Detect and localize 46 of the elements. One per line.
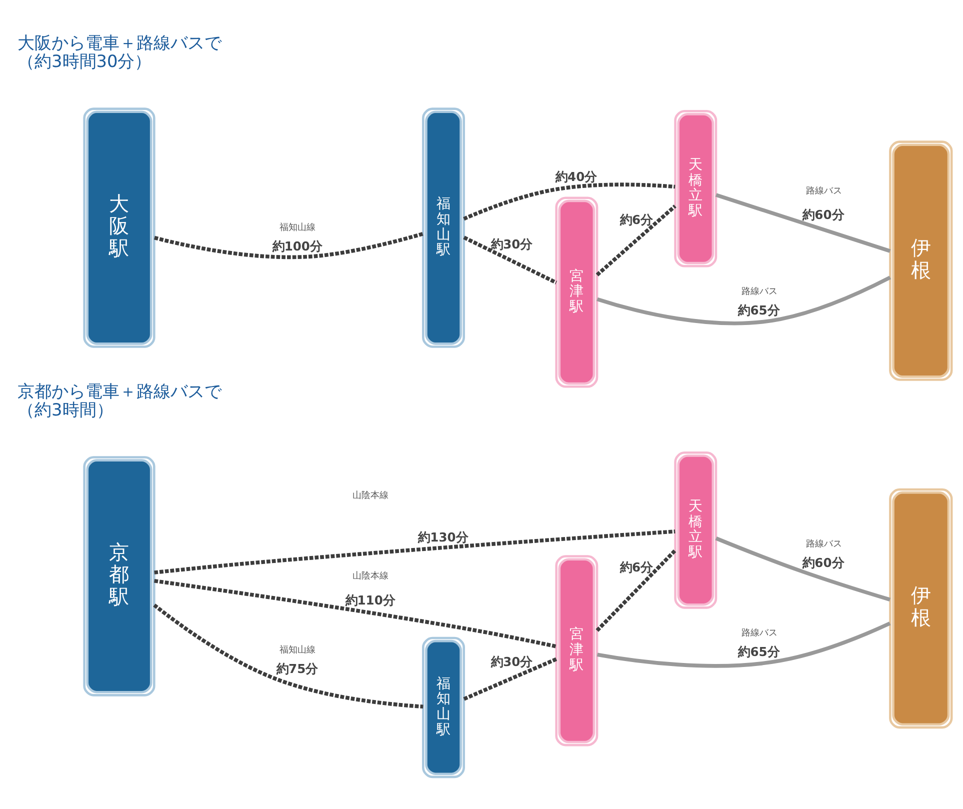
node-box: 宮津駅 bbox=[555, 196, 598, 388]
label: 路線バス bbox=[741, 286, 778, 297]
connector bbox=[463, 657, 558, 701]
connector bbox=[715, 193, 891, 253]
node-box: 天橋立駅 bbox=[674, 452, 718, 609]
edge-label: 約110分 bbox=[345, 593, 395, 608]
node-box: 伊根 bbox=[889, 140, 953, 381]
edge-label: 約130分 bbox=[418, 530, 468, 545]
label: 山陰本線 bbox=[352, 490, 389, 502]
edge-label: 約40分 bbox=[556, 170, 597, 184]
edge-label: 約60分 bbox=[802, 208, 844, 222]
edge-label: 約65分 bbox=[738, 644, 780, 659]
connector bbox=[715, 536, 891, 602]
label: 京都から電車＋路線バスで（約3時間） bbox=[18, 381, 222, 420]
connector bbox=[154, 530, 676, 574]
node-box: 天橋立駅 bbox=[674, 110, 718, 268]
node-box: 京都駅 bbox=[83, 456, 156, 696]
label: 山陰本線 bbox=[352, 570, 389, 582]
connector bbox=[154, 578, 557, 648]
node-box: 宮津駅 bbox=[555, 555, 598, 746]
connector bbox=[463, 182, 676, 221]
connector bbox=[596, 204, 676, 276]
node-box: 伊根 bbox=[889, 488, 953, 729]
edge-label: 約75分 bbox=[276, 662, 318, 676]
node-box: 大阪駅 bbox=[83, 108, 156, 348]
connector bbox=[596, 276, 892, 326]
label: 路線バス bbox=[741, 627, 778, 638]
node-box: 福知山駅 bbox=[422, 636, 465, 778]
edge-label: 約6分 bbox=[620, 212, 653, 227]
label: 路線バス bbox=[806, 538, 842, 550]
edge-label: 約6分 bbox=[620, 560, 653, 574]
connector bbox=[154, 232, 424, 260]
label: 路線バス bbox=[806, 185, 842, 196]
label: 福知山線 bbox=[280, 222, 316, 234]
edge-label: 約60分 bbox=[802, 556, 844, 570]
connector bbox=[463, 236, 558, 284]
connector bbox=[153, 604, 424, 709]
edge-label: 約30分 bbox=[491, 654, 532, 669]
node-box: 福知山駅 bbox=[422, 108, 465, 348]
connector bbox=[596, 622, 891, 668]
label: 福知山線 bbox=[280, 644, 316, 656]
connector bbox=[596, 549, 677, 632]
edge-label: 約30分 bbox=[491, 237, 532, 252]
label: 大阪から電車＋路線バスで（約3時間30分） bbox=[18, 32, 222, 72]
edge-label: 約100分 bbox=[272, 240, 322, 254]
edge-label: 約65分 bbox=[738, 303, 780, 318]
